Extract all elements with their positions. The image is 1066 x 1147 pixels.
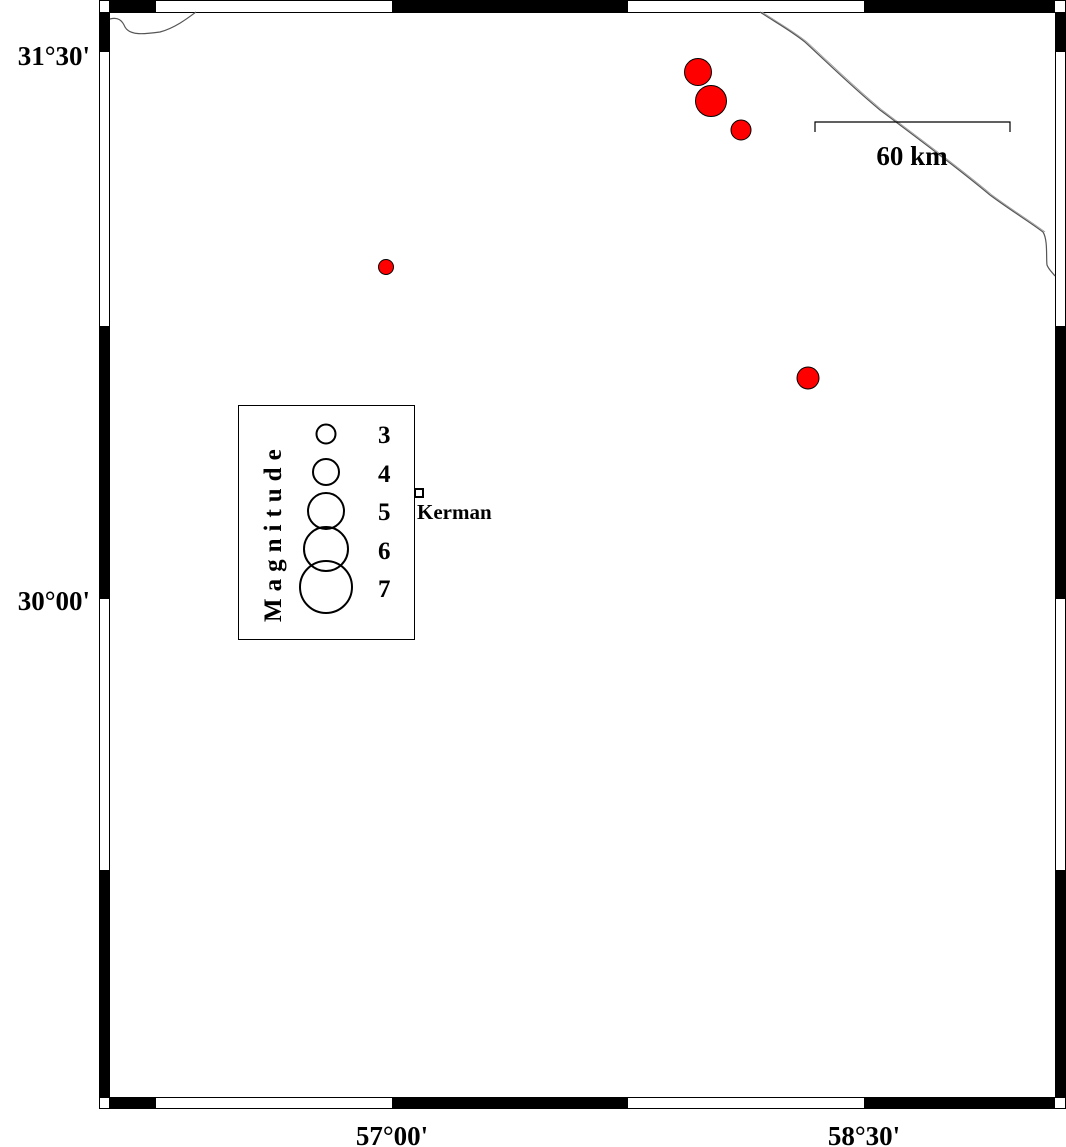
scale-bar-label: 60 km — [876, 141, 948, 171]
earthquake-event[interactable] — [684, 58, 712, 86]
legend-title: Magnitude — [260, 442, 287, 622]
city-marker-icon — [414, 488, 424, 498]
magnitude-legend: Magnitude 3 4 5 6 7 — [238, 405, 415, 640]
scale-bar: 60 km — [814, 121, 1011, 171]
legend-circle-4 — [312, 458, 340, 486]
boundary-lines — [109, 11, 1056, 277]
legend-label: 4 — [378, 461, 391, 488]
legend-label: 7 — [378, 576, 391, 603]
lon-label: 58°30' — [828, 1121, 900, 1147]
earthquake-event[interactable] — [695, 85, 727, 117]
legend-circle-6 — [303, 526, 349, 572]
city-label: Kerman — [417, 500, 492, 524]
lat-label: 31°30' — [18, 41, 90, 71]
earthquake-events — [378, 58, 820, 390]
legend-circle-3 — [315, 423, 337, 445]
city-kerman: Kerman — [414, 488, 492, 524]
map-frame — [99, 0, 1066, 1109]
legend-label: 6 — [378, 538, 391, 565]
earthquake-event[interactable] — [730, 119, 752, 141]
lon-label: 57°00' — [356, 1121, 428, 1147]
lat-label: 30°00' — [18, 586, 90, 616]
earthquake-event[interactable] — [378, 259, 394, 275]
legend-label: 5 — [378, 499, 391, 526]
legend-circle-7 — [299, 560, 353, 614]
legend-label: 3 — [378, 422, 391, 449]
legend-circle-5 — [307, 492, 345, 530]
earthquake-event[interactable] — [796, 366, 820, 390]
